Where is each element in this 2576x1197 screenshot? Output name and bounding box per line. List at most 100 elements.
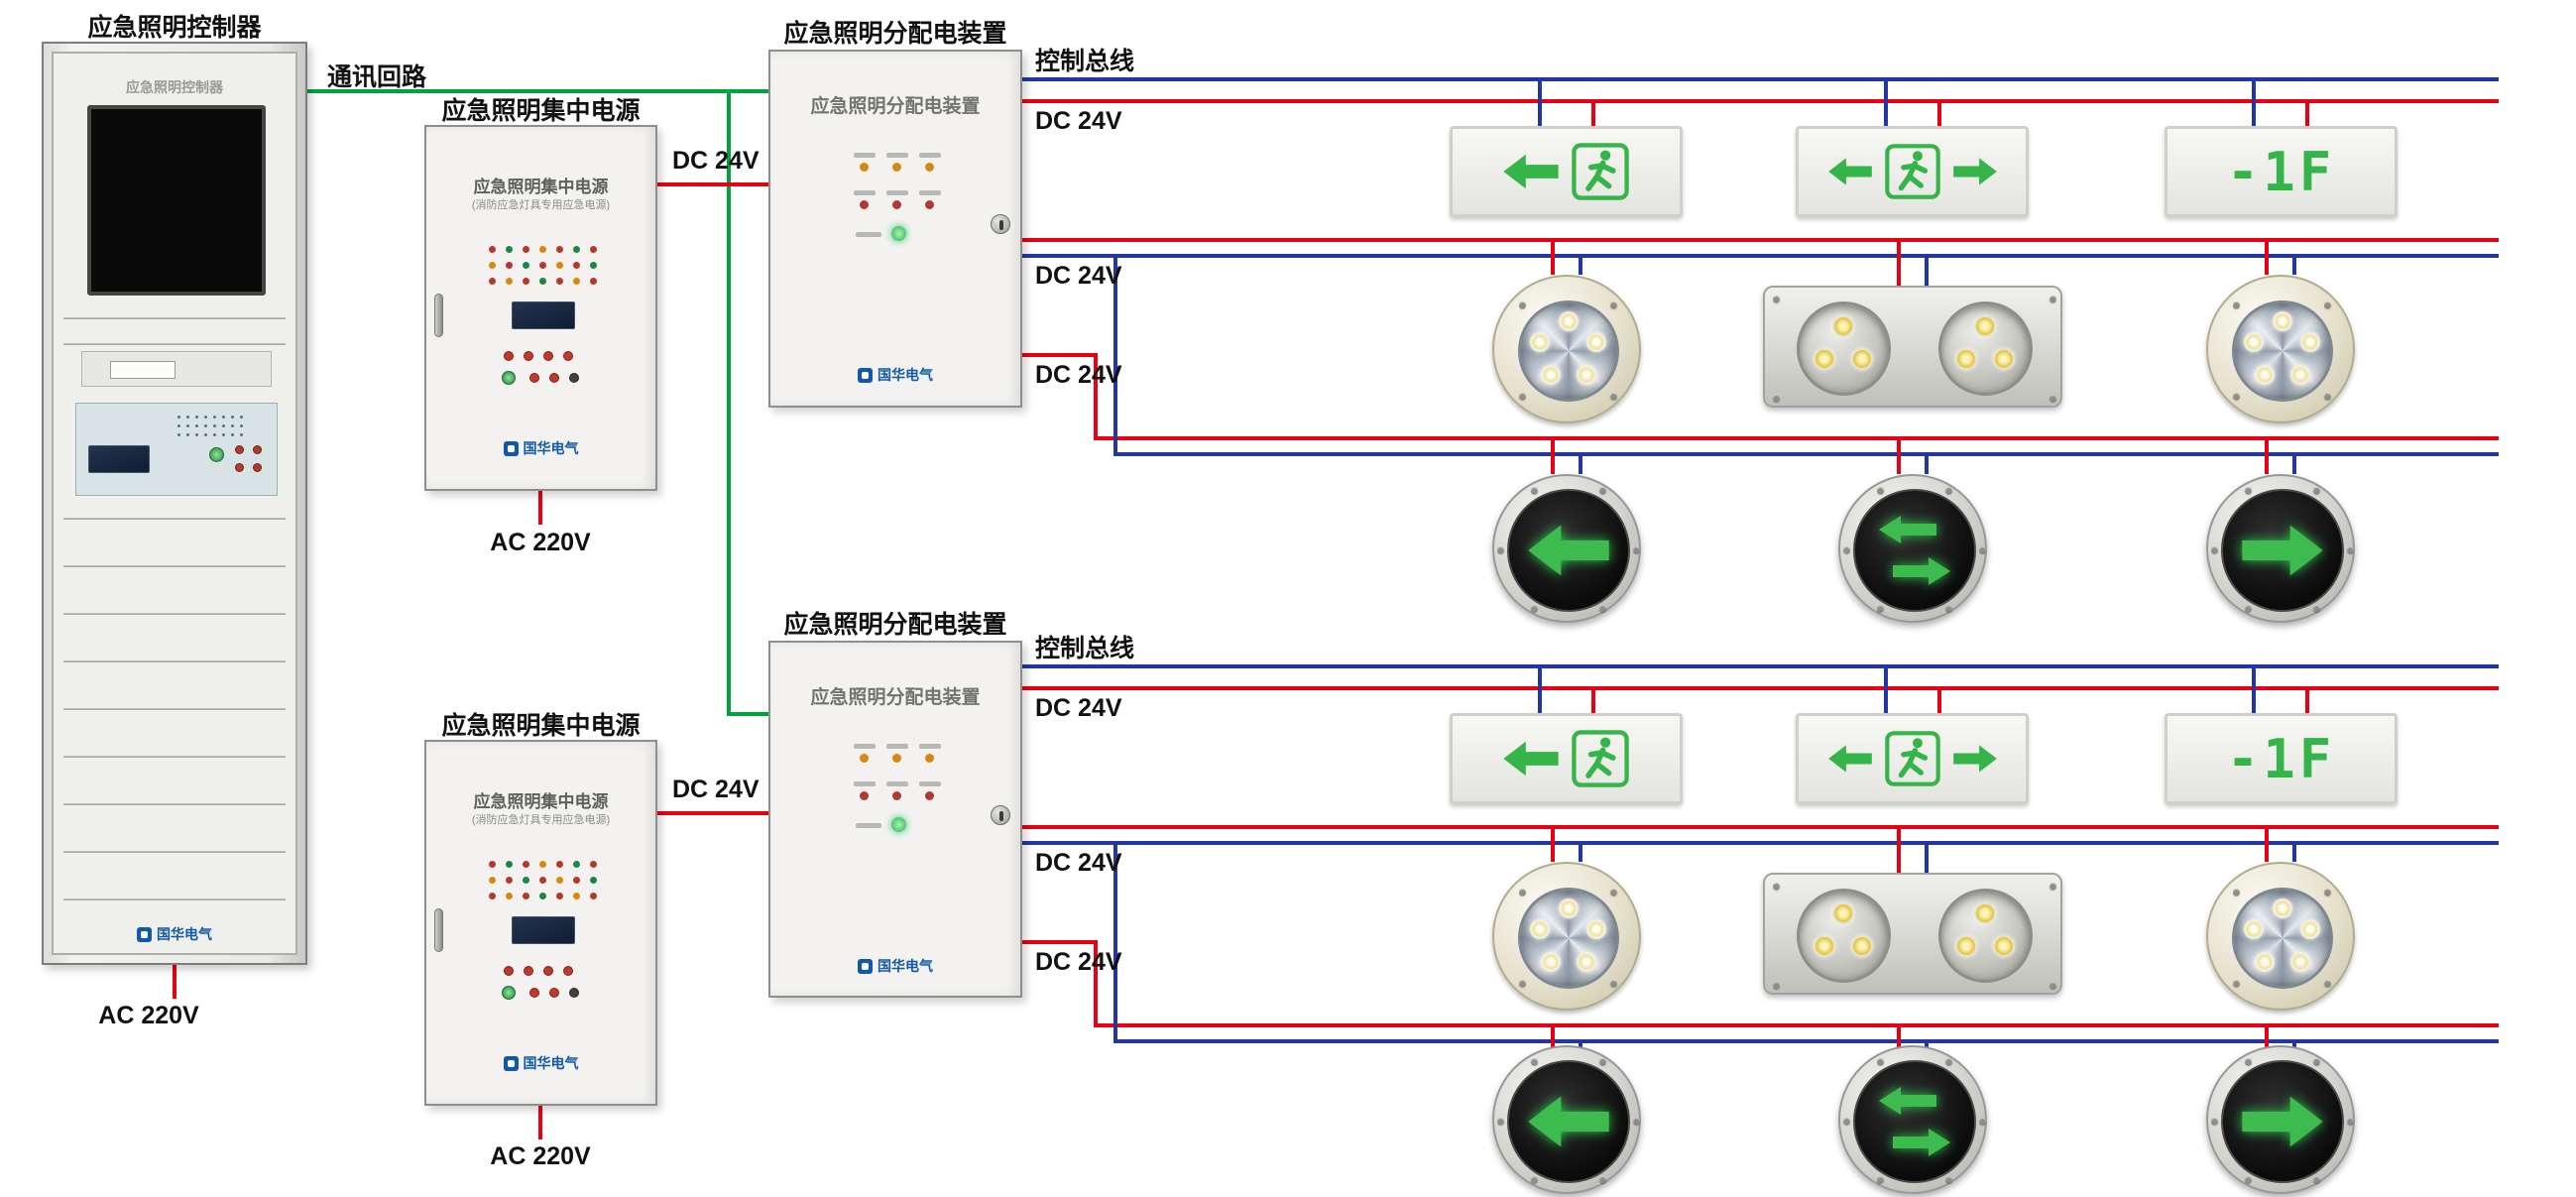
door-handle	[434, 294, 443, 337]
arrow-left-icon	[1502, 154, 1559, 189]
dc-wire-red-bottom-3-drop	[1094, 940, 1098, 1027]
led-dot	[573, 262, 580, 269]
tap-wire	[1937, 686, 1941, 713]
ps-lcd	[512, 301, 575, 329]
led-dot	[539, 877, 546, 884]
tap-wire	[2292, 841, 2296, 862]
dc-wire-red-bottom-3-stub	[1022, 940, 1098, 944]
screw-dot	[2211, 546, 2218, 553]
red-button	[235, 445, 244, 454]
panel-divider	[63, 343, 286, 345]
led-dot	[222, 433, 225, 436]
brand-logo-icon	[858, 958, 873, 974]
dist2-title: 应急照明分配电装置	[783, 611, 1007, 639]
red-button	[524, 966, 533, 976]
blank-panel-line	[63, 565, 286, 567]
screw-dot	[1519, 301, 1526, 308]
led-dot	[186, 433, 189, 436]
screw-dot	[2233, 980, 2240, 987]
screw-dot	[1979, 546, 1986, 553]
downlight-reflector	[2232, 888, 2333, 989]
led-dot	[1814, 935, 1835, 957]
led-dot	[506, 246, 513, 253]
dc-label: DC 24V	[1035, 948, 1122, 976]
led-dot	[1559, 898, 1579, 918]
led-dot	[573, 246, 580, 253]
door-handle	[434, 908, 443, 952]
screw-dot	[1497, 546, 1504, 553]
led-dot	[573, 861, 580, 868]
led-dot	[2300, 919, 2320, 939]
screw-dot	[1599, 487, 1606, 494]
screw-dot	[2245, 487, 2252, 494]
tiny-label	[886, 153, 908, 158]
led-dot	[1541, 365, 1561, 385]
running-man-icon	[1571, 730, 1629, 787]
screw-dot	[2049, 982, 2056, 989]
tap-wire	[1579, 1039, 1582, 1047]
screw-dot	[2313, 605, 2320, 612]
red-button	[504, 966, 514, 976]
screw-dot	[1945, 487, 1952, 494]
led-dot	[1993, 348, 2015, 370]
tiny-label	[919, 781, 941, 786]
led-dot	[213, 416, 216, 419]
dc-wire-blue-top-2	[1022, 254, 2499, 258]
dark-button	[569, 988, 579, 998]
led-dot	[489, 262, 496, 269]
floor-sign: -1F	[2165, 713, 2398, 804]
led-dot	[204, 433, 207, 436]
led-dot	[556, 262, 563, 269]
dc-label: DC 24V	[1035, 107, 1122, 135]
tap-wire	[2265, 238, 2269, 275]
dc-wire-red-top-2	[1022, 238, 2499, 242]
dc-wire-red-bottom-3	[1094, 1023, 2499, 1027]
evac-sign-left	[1492, 1045, 1641, 1194]
led-dot	[195, 416, 198, 419]
tap-wire	[1925, 452, 1929, 474]
led-dot	[186, 424, 189, 427]
ps1-dc-label: DC 24V	[672, 147, 760, 175]
indicator-led	[892, 791, 901, 800]
screw-dot	[1519, 889, 1526, 896]
screw-dot	[1599, 605, 1606, 612]
screw-dot	[2049, 395, 2056, 402]
green-button	[209, 447, 224, 462]
tap-wire	[2292, 254, 2296, 275]
indicator-led	[860, 754, 869, 763]
led-dot	[523, 893, 529, 899]
screw-dot	[2313, 1058, 2320, 1065]
led-dot	[523, 861, 529, 868]
led-dot	[539, 861, 546, 868]
tap-wire	[1538, 664, 1542, 713]
downlight-cup	[1938, 301, 2033, 396]
dist-inner-title: 应急照明分配电装置	[810, 687, 981, 708]
tap-wire	[1897, 436, 1901, 474]
green-button	[502, 986, 516, 1000]
tap-wire	[1925, 841, 1929, 873]
tap-wire	[1897, 238, 1901, 286]
screw-dot	[1610, 301, 1617, 308]
led-dot	[556, 893, 563, 899]
evac-sign-face	[1507, 489, 1630, 612]
led-dot	[506, 893, 513, 899]
tap-wire	[1884, 664, 1888, 713]
ps2-ac-wire	[538, 1106, 542, 1139]
red-button	[504, 351, 514, 361]
ps1-title: 应急照明集中电源	[441, 97, 641, 125]
led-dot	[590, 278, 597, 285]
arrow-right-icon	[2242, 525, 2323, 576]
led-dot	[523, 246, 529, 253]
central-power-supply-1: 应急照明集中电源 (消防应急灯具专用应急电源) 国华电气	[424, 125, 657, 491]
central-power-supply-2: 应急照明集中电源 (消防应急灯具专用应急电源) 国华电气	[424, 740, 657, 1106]
indicator-led	[925, 791, 934, 800]
panel-divider	[63, 317, 286, 319]
screw-dot	[2347, 1118, 2354, 1125]
screw-dot	[1877, 487, 1884, 494]
screw-dot	[1599, 1058, 1606, 1065]
bus-wire-blue-bottom	[1022, 664, 2499, 668]
red-button	[543, 966, 553, 976]
led-dot	[2244, 332, 2264, 352]
led-dot	[590, 262, 597, 269]
indicator-led	[892, 200, 901, 209]
